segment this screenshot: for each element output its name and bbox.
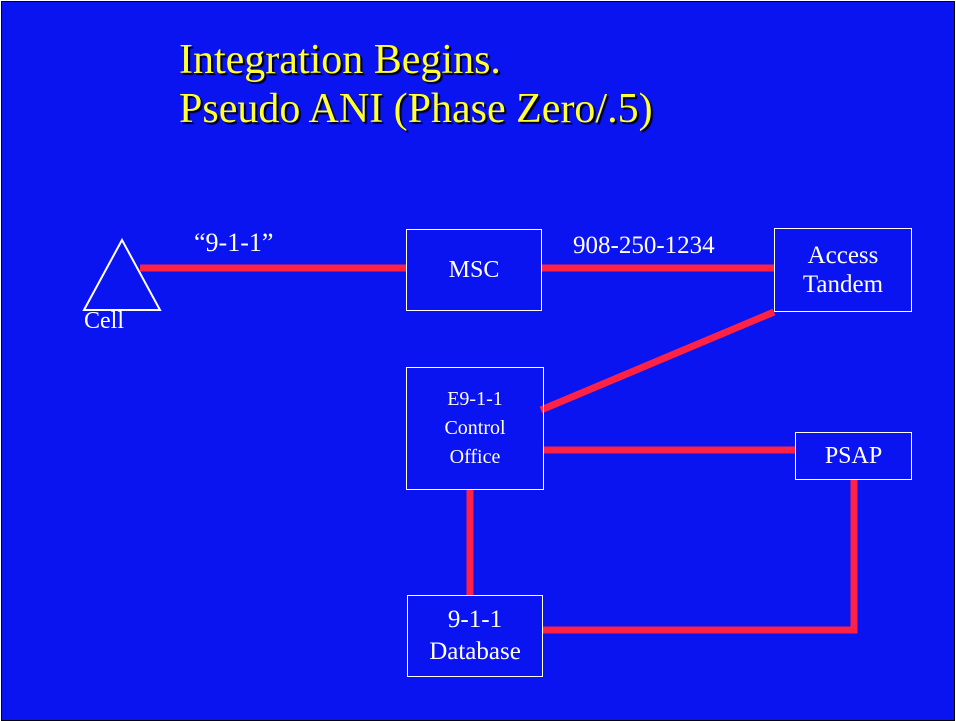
cell-label: Cell [84, 308, 124, 334]
edge-label-dialed-digits: “9-1-1” [194, 228, 274, 257]
connectors [140, 264, 858, 634]
msc-node: MSC [406, 229, 542, 311]
title-line-1: Integration Begins. [179, 37, 501, 83]
edge-database-psap [543, 480, 858, 634]
database-node: 9-1-1 Database [407, 595, 543, 677]
edge-tandem-control-office [539, 308, 776, 414]
access-tandem-label-line-1: Access [807, 242, 879, 269]
control-office-label-line-2: Control [444, 417, 506, 439]
access-tandem-label-line-2: Tandem [802, 271, 884, 298]
psap-node: PSAP [795, 432, 912, 480]
control-office-label-line-3: Office [449, 446, 501, 468]
msc-label: MSC [448, 256, 500, 283]
psap-label: PSAP [824, 442, 883, 469]
database-label-line-2: Database [429, 638, 521, 665]
edge-label-pseudo-ani: 908-250-1234 [573, 232, 715, 259]
control-office-label-line-1: E9-1-1 [447, 388, 503, 410]
database-label-line-1: 9-1-1 [447, 606, 503, 633]
slide-title: Integration Begins. Pseudo ANI (Phase Ze… [179, 36, 653, 134]
access-tandem-node: Access Tandem [774, 228, 912, 312]
control-office-node: E9-1-1 Control Office [406, 367, 544, 490]
title-line-2: Pseudo ANI (Phase Zero/.5) [179, 86, 653, 132]
cell-tower-icon [82, 237, 162, 311]
